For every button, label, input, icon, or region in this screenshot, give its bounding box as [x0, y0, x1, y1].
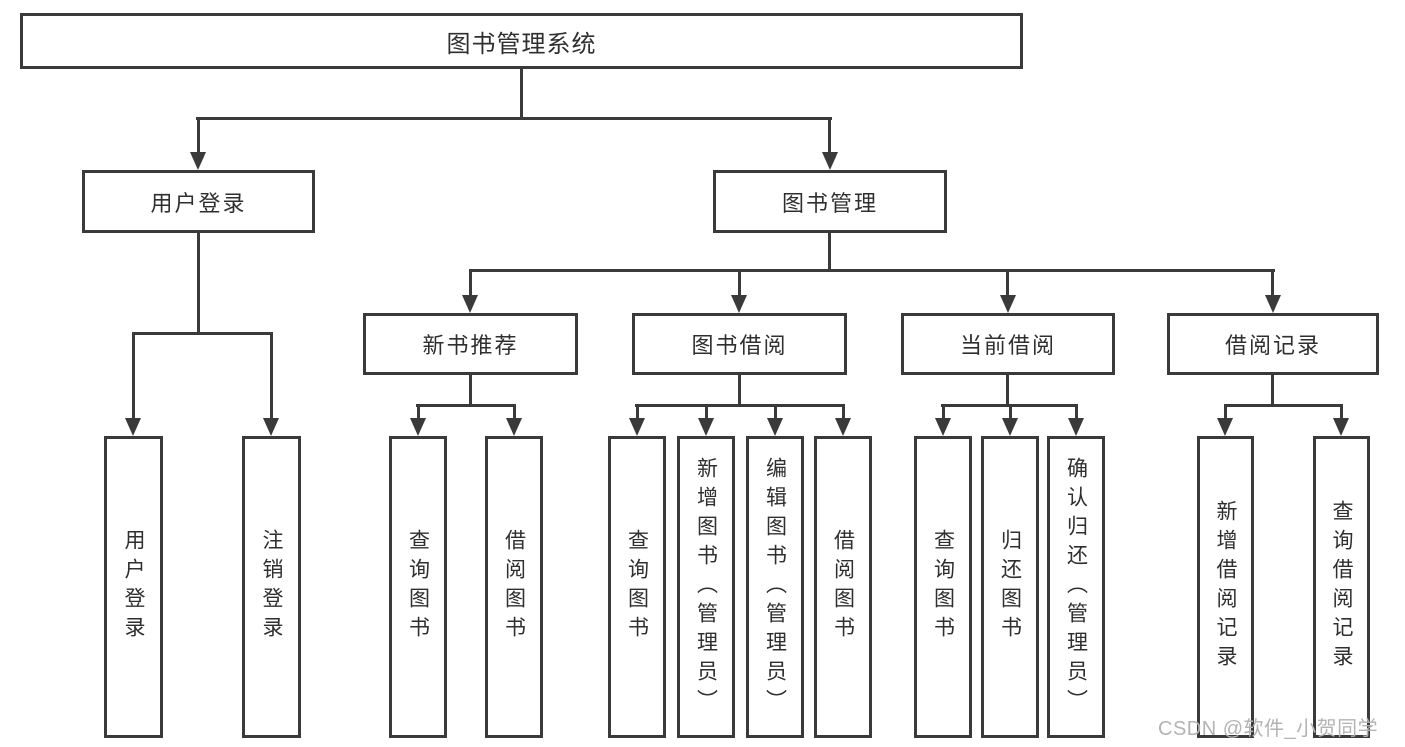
arrowhead	[1000, 295, 1016, 313]
arrowhead	[731, 295, 747, 313]
leaf-bb-query-book: 查询图书	[608, 436, 666, 738]
connector-line	[842, 404, 845, 420]
connector-line	[469, 269, 472, 297]
leaf-br-add-record-label: 新增借阅记录	[1214, 500, 1238, 674]
connector-line	[705, 404, 708, 420]
leaf-nbr-borrow-book-label: 借阅图书	[502, 529, 526, 645]
arrowhead	[506, 418, 522, 436]
arrowhead	[767, 418, 783, 436]
leaf-user-login-label: 用户登录	[122, 529, 146, 645]
arrowhead	[822, 152, 838, 170]
arrowhead	[1002, 418, 1018, 436]
connector-line	[828, 117, 831, 154]
arrowhead	[935, 418, 951, 436]
arrowhead	[125, 418, 141, 436]
connector-line	[1224, 404, 1227, 420]
arrowhead	[263, 418, 279, 436]
connector-line	[942, 404, 945, 420]
arrowhead	[462, 295, 478, 313]
connector-line	[132, 332, 273, 335]
node-borrow-record-label: 借阅记录	[1224, 333, 1321, 358]
connector-line	[520, 68, 523, 120]
leaf-logout: 注销登录	[242, 436, 301, 738]
arrowhead	[698, 418, 714, 436]
connector-line	[1271, 375, 1274, 406]
connector-line	[1006, 375, 1009, 406]
leaf-nbr-query-book: 查询图书	[389, 436, 447, 738]
csdn-watermark: CSDN @软件_小贺同学	[1158, 718, 1379, 740]
connector-line	[513, 404, 516, 420]
connector-line	[469, 375, 472, 406]
arrowhead	[190, 152, 206, 170]
node-book-borrow: 图书借阅	[632, 313, 847, 375]
arrowhead	[1217, 418, 1233, 436]
node-user-login: 用户登录	[82, 170, 315, 233]
connector-line	[417, 404, 420, 420]
node-current-borrow-label: 当前借阅	[959, 333, 1056, 358]
leaf-cb-query-book-label: 查询图书	[931, 529, 955, 645]
node-current-borrow: 当前借阅	[901, 313, 1115, 375]
leaf-br-add-record: 新增借阅记录	[1197, 436, 1254, 738]
leaf-user-login: 用户登录	[104, 436, 163, 738]
node-book-management: 图书管理	[713, 170, 947, 233]
connector-line	[416, 404, 516, 407]
connector-line	[469, 269, 1275, 272]
leaf-br-query-record: 查询借阅记录	[1313, 436, 1370, 738]
connector-line	[196, 117, 832, 120]
connector-line	[1224, 404, 1343, 407]
leaf-nbr-borrow-book: 借阅图书	[485, 436, 543, 738]
leaf-cb-confirm-return-label: 确认归还（管理员）	[1064, 456, 1088, 718]
node-new-book-recommend-label: 新书推荐	[422, 333, 519, 358]
node-user-login-label: 用户登录	[150, 190, 247, 216]
connector-line	[197, 233, 200, 334]
leaf-bb-edit-book: 编辑图书（管理员）	[746, 436, 804, 738]
leaf-cb-return-book: 归还图书	[981, 436, 1039, 738]
connector-line	[774, 404, 777, 420]
arrowhead	[1333, 418, 1349, 436]
connector-line	[738, 269, 741, 297]
leaf-bb-query-book-label: 查询图书	[625, 529, 649, 645]
arrowhead	[629, 418, 645, 436]
connector-line	[738, 375, 741, 406]
connector-line	[1075, 404, 1078, 420]
leaf-logout-label: 注销登录	[260, 529, 284, 645]
arrowhead	[1068, 418, 1084, 436]
connector-line	[1009, 404, 1012, 420]
leaf-cb-confirm-return: 确认归还（管理员）	[1047, 436, 1105, 738]
connector-line	[1006, 269, 1009, 297]
connector-line	[828, 233, 831, 272]
node-borrow-record: 借阅记录	[1167, 313, 1379, 375]
connector-line	[636, 404, 639, 420]
leaf-bb-edit-book-label: 编辑图书（管理员）	[763, 456, 787, 718]
connector-line	[132, 332, 135, 420]
leaf-bb-borrow-book: 借阅图书	[814, 436, 872, 738]
node-new-book-recommend: 新书推荐	[363, 313, 578, 375]
leaf-bb-add-book-label: 新增图书（管理员）	[694, 456, 718, 718]
connector-line	[1340, 404, 1343, 420]
connector-line	[635, 404, 845, 407]
leaf-bb-borrow-book-label: 借阅图书	[831, 529, 855, 645]
node-root-label: 图书管理系统	[446, 30, 597, 58]
connector-line	[270, 332, 273, 420]
leaf-bb-add-book: 新增图书（管理员）	[677, 436, 735, 738]
arrowhead	[410, 418, 426, 436]
leaf-br-query-record-label: 查询借阅记录	[1330, 500, 1354, 674]
connector-line	[1271, 269, 1274, 297]
arrowhead	[1265, 295, 1281, 313]
leaf-nbr-query-book-label: 查询图书	[406, 529, 430, 645]
leaf-cb-return-book-label: 归还图书	[998, 529, 1022, 645]
arrowhead	[835, 418, 851, 436]
connector-line	[197, 117, 200, 154]
node-root: 图书管理系统	[20, 13, 1023, 69]
leaf-cb-query-book: 查询图书	[914, 436, 972, 738]
node-book-management-label: 图书管理	[781, 190, 878, 216]
node-book-borrow-label: 图书借阅	[691, 333, 788, 358]
